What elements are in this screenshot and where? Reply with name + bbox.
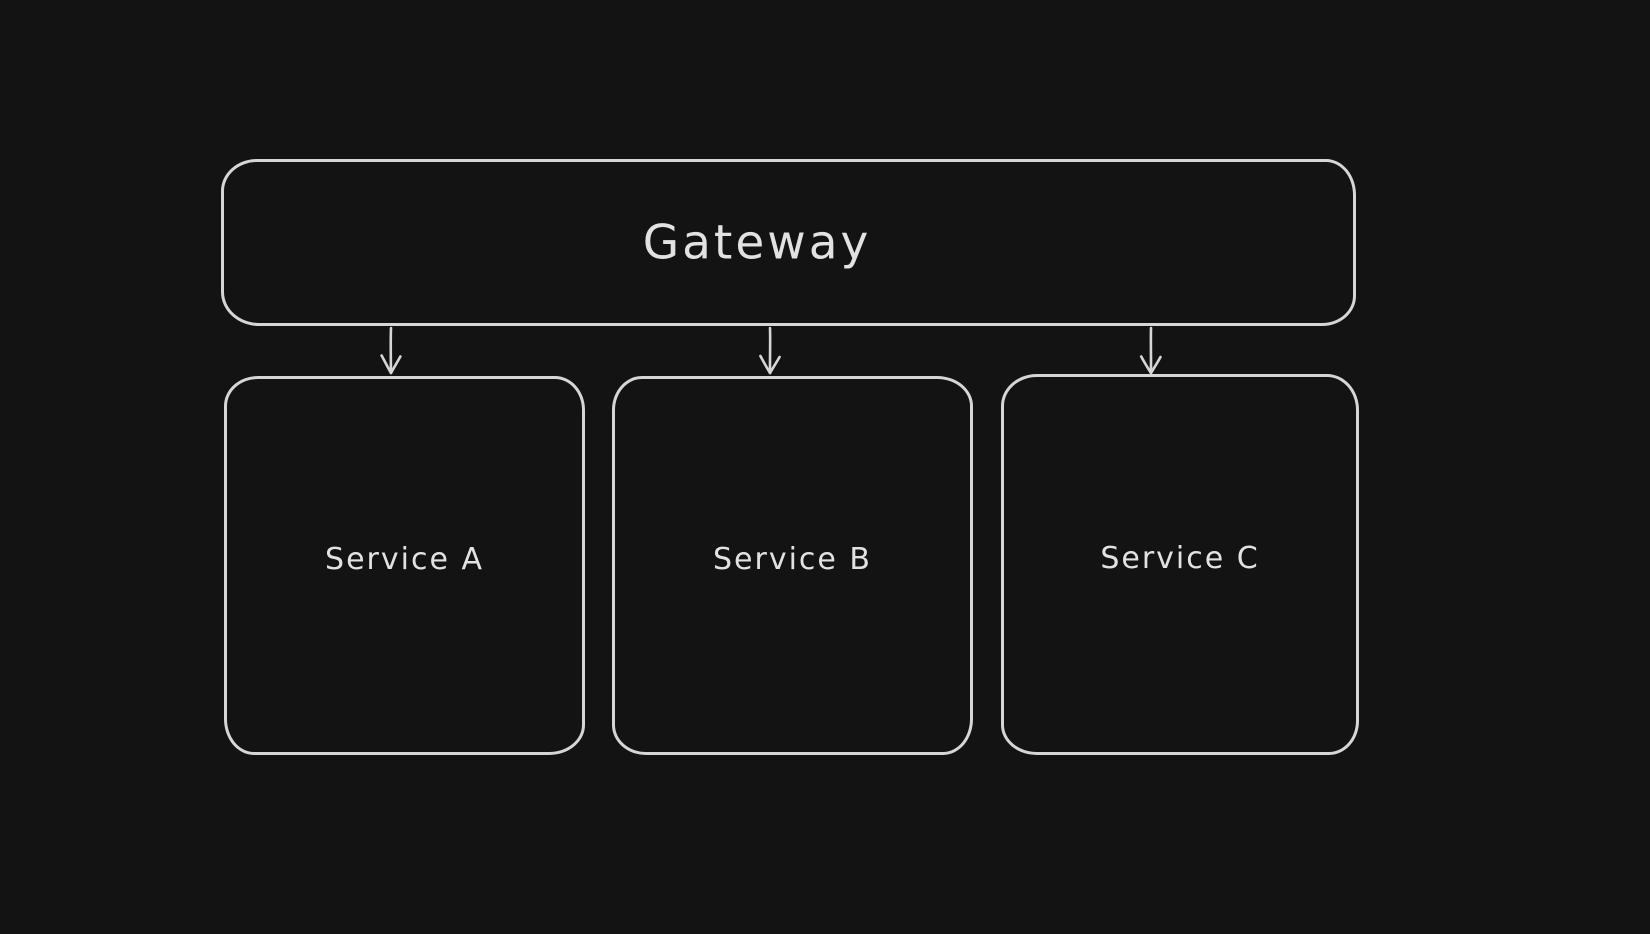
arrowhead-left: [759, 354, 772, 375]
arrow-gateway-to-service-a[interactable]: [369, 326, 413, 379]
node-service-a-label: Service A: [325, 542, 484, 577]
arrowhead-right: [768, 355, 781, 375]
node-service-b[interactable]: Service B: [612, 376, 973, 755]
node-service-b-label: Service B: [713, 542, 872, 577]
node-service-c-label: Service C: [1100, 541, 1260, 576]
arrowhead-left: [1139, 355, 1153, 375]
arrowhead-left: [380, 354, 393, 375]
arrowhead-right: [1149, 355, 1162, 375]
arrowhead-right: [389, 355, 402, 375]
arrow-gateway-to-service-c[interactable]: [1129, 326, 1173, 379]
node-gateway[interactable]: Gateway: [221, 159, 1356, 326]
node-service-a[interactable]: Service A: [224, 376, 585, 755]
arrow-gateway-to-service-b[interactable]: [748, 326, 792, 379]
node-service-c[interactable]: Service C: [1001, 374, 1359, 755]
node-gateway-label: Gateway: [642, 215, 872, 270]
